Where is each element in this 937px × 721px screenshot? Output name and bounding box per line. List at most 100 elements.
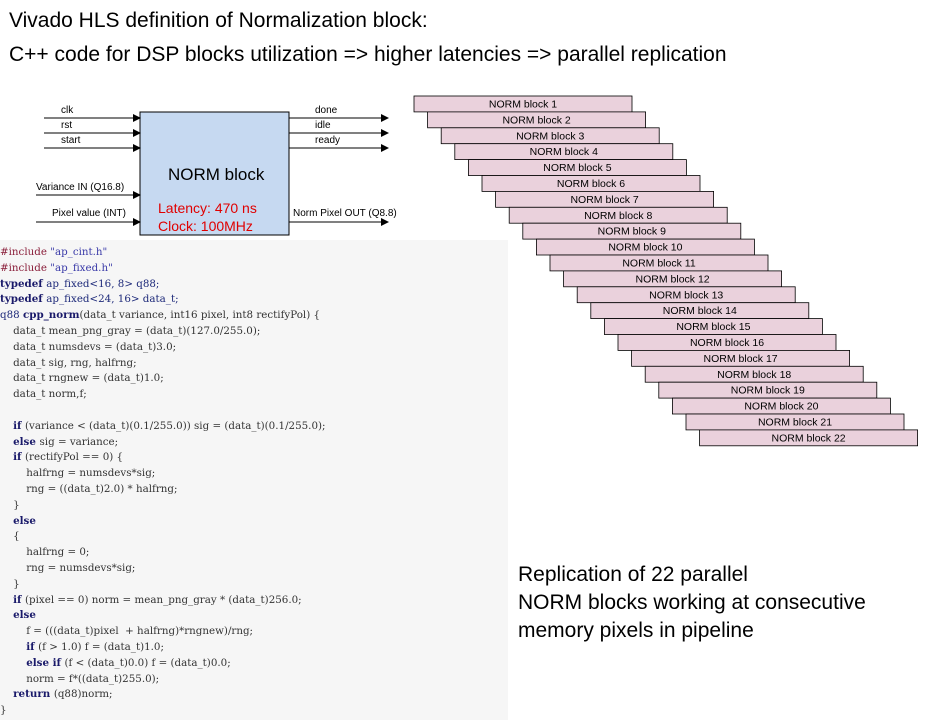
norm-replica-box: [699, 429, 918, 447]
code-line: data_t rngnew = (data_t)1.0;: [0, 371, 164, 386]
code-line: if (pixel == 0) norm = mean_png_gray * (…: [0, 593, 302, 608]
code-token: #include: [0, 246, 51, 258]
code-line: rng = numsdevs*sig;: [0, 561, 135, 576]
code-line: {: [0, 529, 20, 544]
code-token: rng = ((data_t)2.0) * halfrng;: [26, 483, 178, 495]
norm-replica-label: NORM block 6: [557, 178, 625, 190]
norm-replica-label: NORM block 13: [649, 289, 723, 301]
norm-replica-label: NORM block 1: [489, 99, 557, 111]
code-token: q88: [0, 309, 23, 322]
norm-replica-label: NORM block 21: [758, 417, 832, 429]
code-line: q88 cpp_norm(data_t variance, int16 pixe…: [0, 308, 320, 323]
rst-label: rst: [61, 120, 72, 131]
code-token: return: [13, 688, 54, 701]
code-token: (data_t variance, int16 pixel, int8 rect…: [79, 309, 321, 322]
code-line: else sig = variance;: [0, 435, 118, 450]
norm-replica-label: NORM block 9: [598, 226, 666, 238]
start-label: start: [61, 135, 81, 146]
norm-replica-label: NORM block 15: [676, 321, 750, 333]
norm-replica-label: NORM block 7: [570, 194, 638, 206]
code-token: cpp_norm: [22, 309, 80, 322]
ready-label: ready: [315, 135, 340, 146]
code-line: }: [0, 703, 7, 718]
code-token: f = (((data_t)pixel + halfrng)*rngnew)/r…: [26, 625, 254, 638]
page-subtitle: C++ code for DSP blocks utilization => h…: [9, 43, 727, 66]
code-line: halfrng = 0;: [0, 545, 89, 560]
code-line: typedef ap_fixed<24, 16> data_t;: [0, 292, 179, 307]
norm-replicas: NORM block 1 NORM block 2 NORM block 3 NORM…: [413, 95, 918, 447]
norm-replica-label: NORM block 2: [502, 114, 570, 126]
code-token: ap_fixed<16, 8> q88;: [46, 277, 160, 290]
norm-replica-label: NORM block 11: [622, 258, 695, 270]
code-token: rng = numsdevs*sig;: [26, 562, 136, 574]
code-line: data_t mean_png_gray = (data_t)(127.0/25…: [0, 324, 260, 339]
code-token: else: [13, 514, 36, 527]
code-line: if (f > 1.0) f = (data_t)1.0;: [0, 640, 164, 655]
norm-replica-label: NORM block 8: [584, 210, 652, 222]
code-token: {: [13, 530, 20, 543]
code-token: else if: [26, 656, 65, 669]
norm-replica-label: NORM block 17: [704, 353, 778, 365]
code-line: else if (f < (data_t)0.0) f = (data_t)0.…: [0, 656, 231, 671]
code-token: }: [13, 577, 20, 590]
norm-replica-label: NORM block 22: [772, 432, 846, 444]
clock-label: Clock: 100MHz: [158, 218, 253, 234]
norm-replica-label: NORM block 14: [663, 305, 737, 317]
code-line: data_t norm,f;: [0, 387, 87, 402]
replication-caption: Replication of 22 parallel NORM blocks w…: [518, 561, 866, 645]
code-line: halfrng = numsdevs*sig;: [0, 466, 155, 481]
norm-block-box: [139, 111, 290, 236]
norm-replica-label: NORM block 19: [731, 385, 805, 397]
code-token: (variance < (data_t)(0.1/255.0)) sig = (…: [25, 419, 326, 432]
code-line: #include "ap_cint.h": [0, 245, 107, 260]
code-token: typedef: [0, 293, 47, 306]
code-line: }: [0, 498, 20, 513]
code-token: data_t rngnew = (data_t)1.0;: [13, 372, 164, 385]
norm-block-label: NORM block: [168, 165, 265, 184]
code-token: norm = f*((data_t)255.0);: [26, 672, 160, 685]
code-line: data_t numsdevs = (data_t)3.0;: [0, 340, 176, 355]
code-line: #include "ap_fixed.h": [0, 261, 113, 276]
caption-line-3: memory pixels in pipeline: [518, 619, 754, 642]
norm-replica-label: NORM block 18: [717, 369, 791, 381]
code-token: halfrng = 0;: [26, 546, 90, 559]
pixel-label: Pixel value (INT): [52, 208, 126, 219]
latency-label: Latency: 470 ns: [158, 200, 257, 216]
code-token: (pixel == 0) norm = mean_png_gray * (dat…: [25, 593, 302, 606]
code-token: halfrng = numsdevs*sig;: [26, 467, 156, 480]
variance-label: Variance IN (Q16.8): [36, 182, 124, 193]
code-token: #include: [0, 261, 51, 274]
caption-line-2: NORM blocks working at consecutive: [518, 591, 866, 614]
code-token: (f < (data_t)0.0) f = (data_t)0.0;: [64, 656, 231, 669]
code-line: }: [0, 577, 20, 592]
code-token: data_t numsdevs = (data_t)3.0;: [13, 340, 177, 353]
code-line: else: [0, 608, 36, 623]
norm-replica-label: NORM block 20: [744, 401, 818, 413]
code-token: if: [13, 451, 26, 464]
norm-replica-label: NORM block 3: [516, 130, 584, 142]
code-token: }: [13, 498, 20, 511]
code-token: }: [0, 704, 7, 717]
code-line: data_t sig, rng, halfrng;: [0, 356, 137, 371]
code-token: else: [13, 435, 40, 448]
code-token: ap_fixed<24, 16> data_t;: [46, 293, 179, 306]
code-line: f = (((data_t)pixel + halfrng)*rngnew)/r…: [0, 624, 253, 639]
norm-replica-label: NORM block 4: [530, 146, 598, 158]
code-token: data_t norm,f;: [13, 388, 87, 401]
code-token: "ap_fixed.h": [50, 261, 113, 274]
norm-out-label: Norm Pixel OUT (Q8.8): [293, 208, 397, 219]
code-token: (rectifyPol == 0) {: [25, 451, 124, 464]
code-token: "ap_cint.h": [50, 246, 108, 258]
code-line: if (variance < (data_t)(0.1/255.0)) sig …: [0, 419, 326, 434]
code-line: norm = f*((data_t)255.0);: [0, 672, 159, 687]
code-token: typedef: [0, 277, 47, 290]
code-token: if: [13, 419, 26, 432]
code-token: data_t mean_png_gray = (data_t)(127.0/25…: [13, 325, 261, 337]
done-label: done: [315, 105, 338, 116]
clk-label: clk: [61, 105, 74, 116]
norm-replica-label: NORM block 12: [636, 273, 710, 285]
code-line: if (rectifyPol == 0) {: [0, 450, 123, 465]
norm-block-diagram: NORM block Latency: 470 ns Clock: 100MHz…: [36, 95, 918, 447]
code-line: return (q88)norm;: [0, 687, 112, 702]
code-token: data_t sig, rng, halfrng;: [13, 356, 137, 369]
